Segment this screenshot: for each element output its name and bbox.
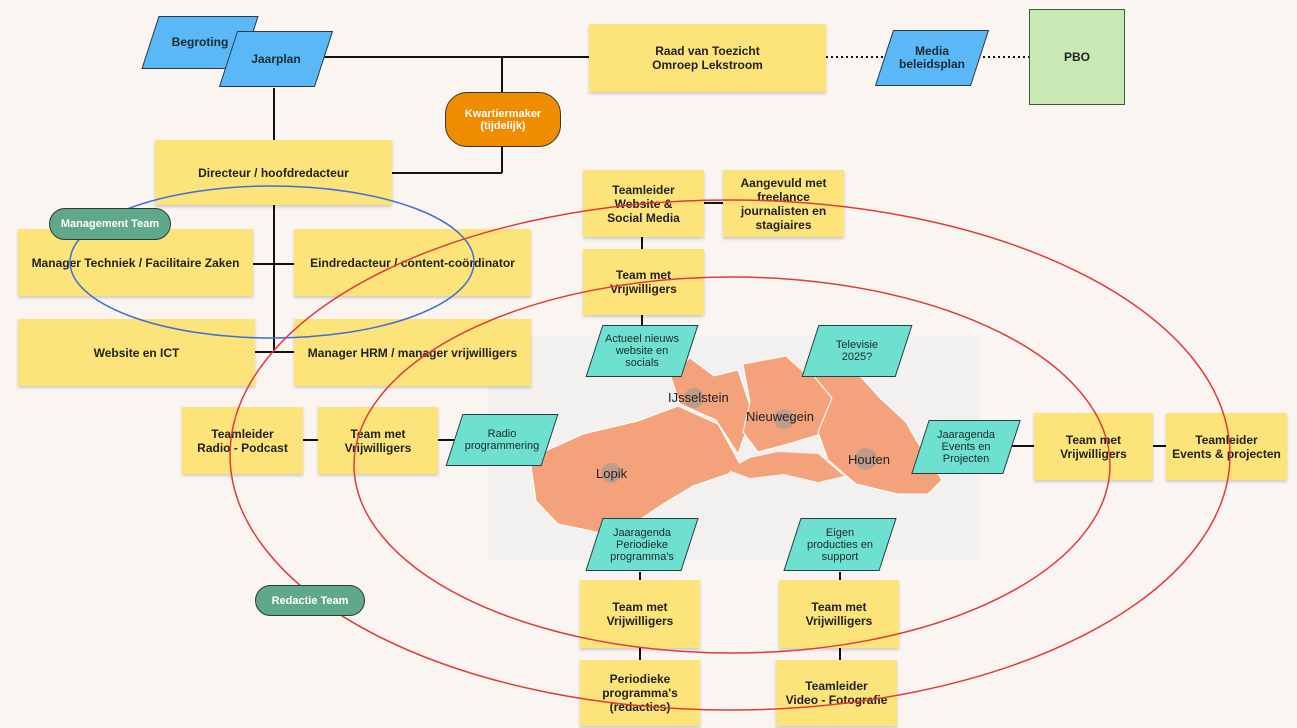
- team-vrijwilligers-bottom-left-note[interactable]: Team met Vrijwilligers: [580, 580, 700, 648]
- directeur-note[interactable]: Directeur / hoofdredacteur: [155, 140, 392, 205]
- redactie-team-label: Redactie Team: [255, 585, 365, 616]
- town-ijsselstein: IJsselstein: [668, 390, 729, 405]
- raad-van-toezicht-note[interactable]: Raad van Toezicht Omroep Lekstroom: [589, 24, 826, 92]
- jaaragenda-periodiek-document[interactable]: Jaaragenda Periodieke programma's: [585, 518, 699, 571]
- periodieke-programmas-note[interactable]: Periodieke programma's (redacties): [580, 660, 700, 726]
- teamleider-video-note[interactable]: Teamleider Video - Fotografie: [776, 660, 897, 726]
- radio-programmering-label: Radio programmering: [464, 428, 540, 452]
- media-beleidsplan-label: Media beleidsplan: [898, 44, 966, 71]
- televisie-document[interactable]: Televisie 2025?: [801, 325, 913, 377]
- town-nieuwegein: Nieuwegein: [746, 409, 814, 424]
- teamleider-radio-note[interactable]: Teamleider Radio - Podcast: [182, 407, 303, 474]
- eigen-producties-label: Eigen producties en support: [806, 526, 874, 563]
- jaaragenda-events-label: Jaaragenda Events en Projecten: [936, 429, 996, 465]
- jaarplan-label: Jaarplan: [251, 51, 301, 66]
- aangevuld-note[interactable]: Aangevuld met freelance journalisten en …: [723, 170, 844, 237]
- team-vrijwilligers-left-note[interactable]: Team met Vrijwilligers: [318, 407, 438, 474]
- town-lopik: Lopik: [596, 466, 628, 481]
- eindredacteur-note[interactable]: Eindredacteur / content-coördinator: [294, 229, 531, 296]
- actueel-nieuws-label: Actueel nieuws website en socials: [605, 333, 679, 369]
- jaarplan-document[interactable]: Jaarplan: [218, 31, 334, 87]
- management-team-label: Management Team: [49, 208, 171, 240]
- team-vrijwilligers-bottom-right-note[interactable]: Team met Vrijwilligers: [779, 580, 899, 648]
- actueel-nieuws-document[interactable]: Actueel nieuws website en socials: [585, 325, 699, 377]
- begroting-document[interactable]: Begroting: [141, 16, 259, 69]
- map-panel: [488, 336, 980, 560]
- pbo-box[interactable]: PBO: [1029, 9, 1125, 105]
- kwartiermaker-pill[interactable]: Kwartiermaker (tijdelijk): [445, 92, 561, 147]
- region-map: [529, 353, 943, 535]
- team-vrijwilligers-top-note[interactable]: Team met Vrijwilligers: [583, 249, 704, 315]
- town-houten: Houten: [848, 452, 890, 467]
- team-vrijwilligers-right-note[interactable]: Team met Vrijwilligers: [1034, 413, 1153, 480]
- eigen-producties-document[interactable]: Eigen producties en support: [783, 518, 897, 571]
- jaaragenda-events-document[interactable]: Jaaragenda Events en Projecten: [911, 420, 1021, 474]
- teamleider-website-note[interactable]: Teamleider Website & Social Media: [583, 170, 704, 237]
- begroting-label: Begroting: [171, 35, 229, 49]
- televisie-label: Televisie 2025?: [835, 339, 879, 363]
- radio-programmering-document[interactable]: Radio programmering: [445, 414, 559, 466]
- map-lopik: [529, 405, 741, 535]
- media-beleidsplan-document[interactable]: Media beleidsplan: [874, 30, 990, 86]
- manager-hrm-note[interactable]: Manager HRM / manager vrijwilligers: [294, 319, 531, 386]
- jaaragenda-periodiek-label: Jaaragenda Periodieke programma's: [610, 526, 674, 563]
- website-ict-note[interactable]: Website en ICT: [18, 319, 255, 386]
- teamleider-events-note[interactable]: Teamleider Events & projecten: [1166, 413, 1287, 480]
